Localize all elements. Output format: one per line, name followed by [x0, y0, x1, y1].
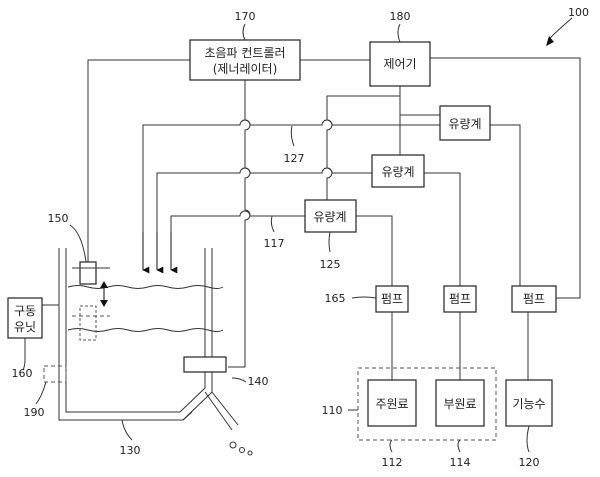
- flowmeter-mid-label: 유량계: [381, 165, 414, 179]
- drive-unit-label-2: 유닛: [14, 320, 36, 334]
- liquid-level-mid: [68, 329, 223, 332]
- sub-material-label: 부원료: [443, 397, 476, 411]
- ref-160: 160: [12, 367, 33, 380]
- controller-label: 제어기: [383, 57, 416, 71]
- drive-unit: 구동 유닛: [8, 298, 59, 360]
- ref-114: 114: [450, 456, 471, 469]
- ref-190: 190: [24, 406, 45, 419]
- functional-water: 기능수: [506, 380, 552, 426]
- ref-180: 180: [390, 10, 411, 23]
- functional-water-label: 기능수: [512, 397, 545, 411]
- ref-170: 170: [235, 10, 256, 23]
- pump-3: 펌프: [512, 286, 556, 312]
- pump-3-label: 펌프: [523, 292, 545, 306]
- leader-lines: [23, 18, 572, 452]
- sensor: [184, 357, 226, 372]
- controller: 제어기: [370, 42, 430, 86]
- flowmeter-top: 유량계: [440, 106, 490, 140]
- ref-130: 130: [120, 444, 141, 457]
- bubble: [230, 442, 236, 448]
- flowmeter-top-label: 유량계: [448, 117, 481, 131]
- main-material: 주원료: [368, 380, 416, 426]
- ref-140: 140: [248, 375, 269, 388]
- ultrasonic-controller-sublabel: (제너레이터): [213, 62, 278, 76]
- transducer-lower-position: [80, 306, 96, 340]
- ref-150: 150: [48, 212, 69, 225]
- ref-117: 117: [264, 237, 285, 250]
- flowmeter-low: 유량계: [305, 200, 356, 232]
- ref-112: 112: [382, 456, 403, 469]
- drive-unit-label-1: 구동: [14, 304, 36, 318]
- ref-165: 165: [325, 292, 346, 305]
- ref-125: 125: [320, 258, 341, 271]
- ultrasonic-controller: 초음파 컨트롤러 (제너레이터): [190, 40, 300, 80]
- flowmeter-mid: 유량계: [372, 155, 424, 187]
- ref-100: 100: [568, 6, 589, 19]
- ref-127: 127: [284, 152, 305, 165]
- bubble: [240, 448, 245, 453]
- sub-material: 부원료: [436, 380, 484, 426]
- inflow-arrows: [143, 232, 171, 270]
- ref-120: 120: [519, 456, 540, 469]
- pump-2: 펌프: [444, 286, 476, 312]
- flowmeter-low-label: 유량계: [313, 210, 346, 224]
- aux-unit: [44, 366, 66, 382]
- pump-1: 펌프: [376, 286, 408, 312]
- pump-2-label: 펌프: [449, 292, 471, 306]
- ultrasonic-controller-label: 초음파 컨트롤러: [204, 46, 285, 60]
- pump-1-label: 펌프: [381, 292, 403, 306]
- bubble: [248, 451, 252, 455]
- liquid-surface: [68, 286, 223, 289]
- ref-110: 110: [322, 404, 343, 417]
- main-material-label: 주원료: [375, 397, 408, 411]
